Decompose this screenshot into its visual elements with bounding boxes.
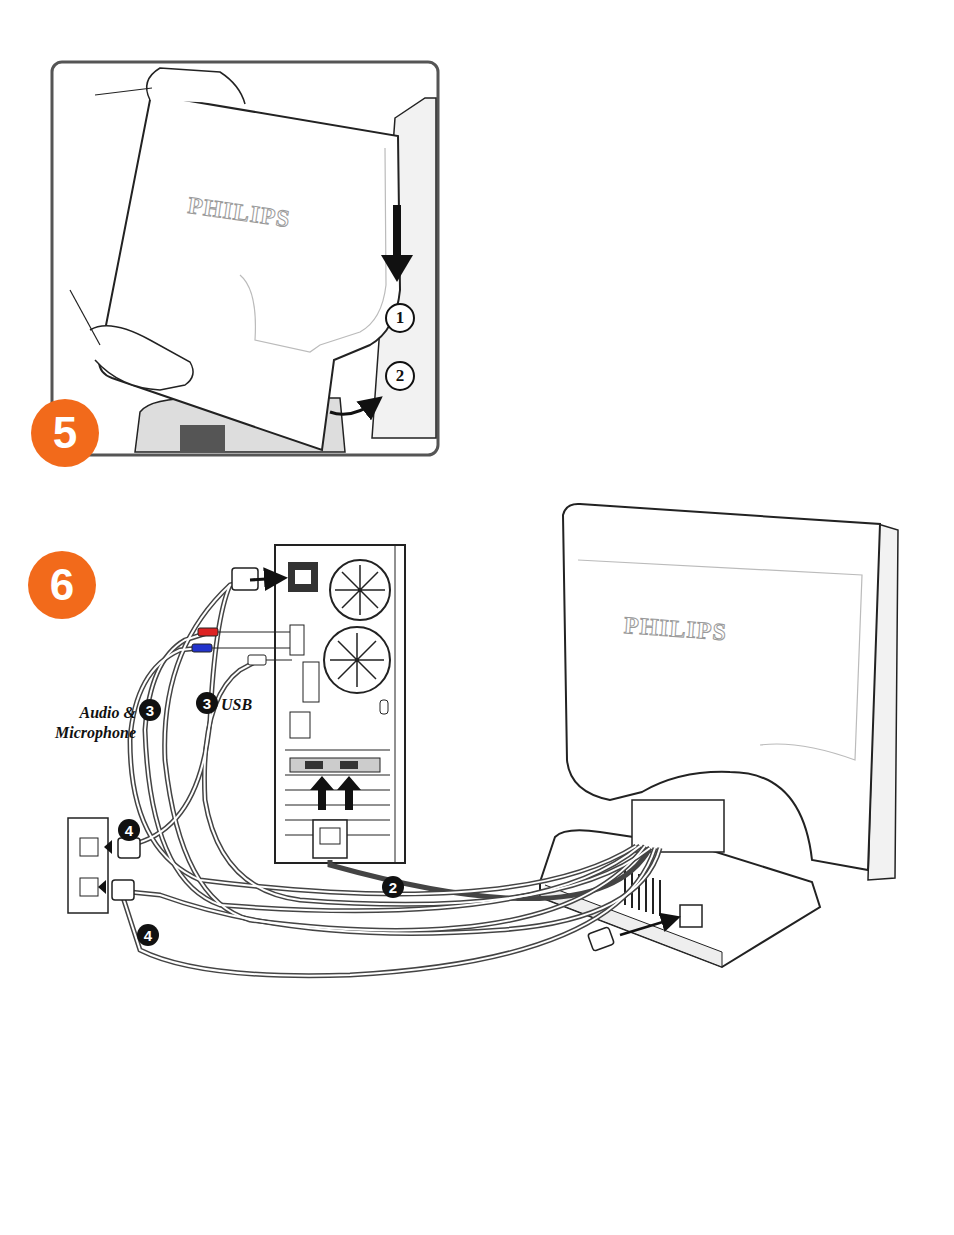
connector-label: USB (221, 696, 252, 714)
callout-number: 4 (137, 924, 159, 946)
step-number: 5 (31, 399, 99, 467)
callout-number: 2 (382, 876, 404, 898)
callout-number: 3 (196, 692, 218, 714)
callout-number: 1 (388, 306, 412, 330)
step-number: 6 (28, 551, 96, 619)
callout-number: 3 (139, 699, 161, 721)
callout-number: 4 (118, 819, 140, 841)
connector-label: Audio & Microphone (34, 703, 136, 743)
callout-number: 2 (388, 364, 412, 388)
